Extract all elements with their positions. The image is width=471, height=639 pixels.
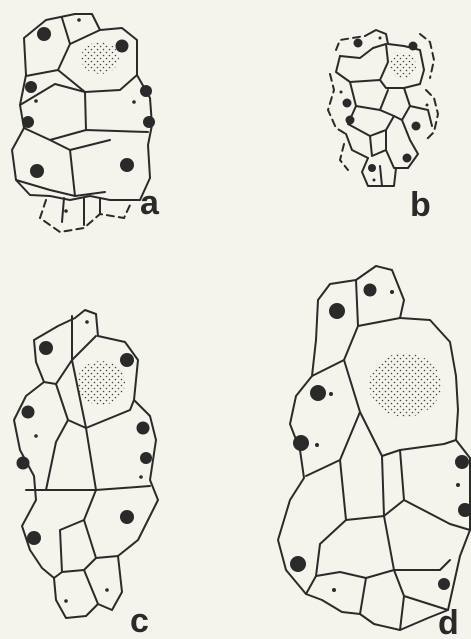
- spot: [25, 81, 37, 93]
- cell-outline: [14, 310, 158, 618]
- panel-a: a: [12, 14, 160, 232]
- spot: [403, 154, 412, 163]
- spot: [27, 531, 41, 545]
- panel-label: d: [438, 604, 459, 639]
- stippled-area: [77, 361, 125, 405]
- spot: [290, 556, 306, 572]
- panel-label: c: [130, 602, 149, 639]
- spot: [39, 341, 53, 355]
- spot: [140, 452, 152, 464]
- spot: [120, 510, 134, 524]
- spot: [22, 116, 34, 128]
- spot: [455, 455, 469, 469]
- spot: [354, 39, 363, 48]
- spot: [293, 435, 309, 451]
- spot: [343, 99, 352, 108]
- spot: [310, 385, 326, 401]
- stippled-area: [369, 353, 441, 417]
- panel-c: c: [14, 310, 158, 639]
- spot: [17, 457, 30, 470]
- spot: [364, 284, 377, 297]
- stippled-area: [81, 42, 119, 74]
- panel-b: b: [328, 30, 438, 224]
- stippled-area: [390, 53, 416, 79]
- panel-label: b: [410, 186, 431, 224]
- spot: [120, 353, 134, 367]
- spot: [140, 85, 152, 97]
- spot: [329, 303, 345, 319]
- spot: [143, 116, 155, 128]
- spot: [120, 158, 134, 172]
- spot: [412, 122, 421, 131]
- spot: [409, 42, 418, 51]
- spot: [346, 116, 355, 125]
- spot: [37, 27, 51, 41]
- spot: [458, 503, 471, 517]
- panel-d: d: [278, 266, 471, 639]
- spot: [368, 164, 376, 172]
- spot: [137, 422, 150, 435]
- spot: [30, 164, 44, 178]
- panel-label: a: [140, 184, 160, 222]
- spot: [22, 406, 35, 419]
- spot: [438, 578, 450, 590]
- spot: [116, 40, 129, 53]
